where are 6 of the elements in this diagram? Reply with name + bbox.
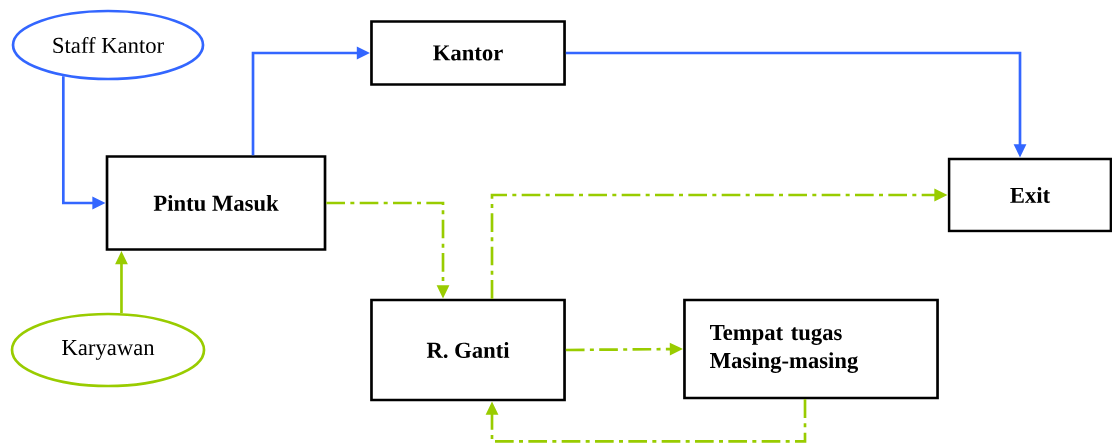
process-box: Exit (947, 157, 1112, 233)
process-box: Pintu Masuk (105, 155, 327, 251)
process-box: R. Ganti (370, 298, 566, 402)
process-box: Tempat tugas Masing-masing (683, 298, 939, 400)
arrow (485, 399, 807, 443)
process-box: Kantor (370, 20, 566, 86)
